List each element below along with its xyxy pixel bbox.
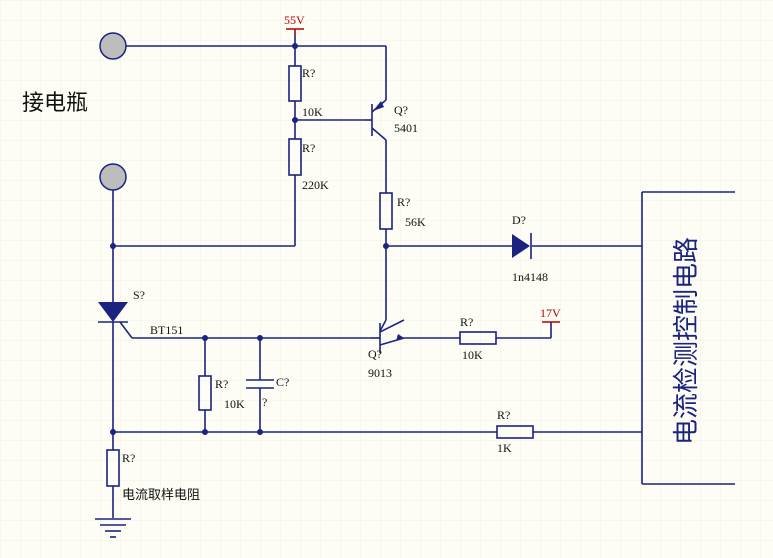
current-detection-control-box[interactable]: 电流检测控制电路: [641, 191, 735, 485]
r3-value: 56K: [405, 215, 426, 229]
d1-ref: D?: [512, 213, 526, 227]
r3-ref: R?: [397, 195, 410, 209]
r7-ref: R?: [122, 451, 135, 465]
capacitor-c1[interactable]: [246, 379, 274, 389]
diode-d1[interactable]: [512, 233, 532, 259]
power-55v-label: 55V: [284, 13, 305, 27]
wires: [112, 35, 642, 518]
resistor-r5[interactable]: [198, 375, 212, 411]
resistor-r4[interactable]: [459, 331, 497, 345]
r5-ref: R?: [215, 377, 228, 391]
resistor-r1[interactable]: [288, 65, 302, 102]
r1-value: 10K: [302, 105, 323, 119]
s1-ref: S?: [133, 288, 145, 302]
resistor-r7[interactable]: [106, 449, 120, 487]
power-17v-symbol: 17V: [540, 306, 561, 323]
c1-ref: C?: [276, 375, 289, 389]
transistor-q2-npn[interactable]: [370, 319, 405, 353]
resistor-r2[interactable]: [288, 138, 302, 176]
junction-dots: [110, 43, 389, 435]
power-17v-label: 17V: [540, 306, 561, 320]
s1-value: BT151: [150, 323, 183, 337]
r2-ref: R?: [302, 141, 315, 155]
battery-terminal-top[interactable]: [99, 32, 127, 60]
d1-value: 1n4148: [512, 270, 548, 284]
q2-value: 9013: [368, 366, 392, 380]
r5-value: 10K: [224, 397, 245, 411]
r4-ref: R?: [460, 315, 473, 329]
c1-value: ?: [262, 395, 267, 409]
q2-ref: Q?: [368, 347, 382, 361]
battery-terminal-bottom[interactable]: [99, 163, 127, 191]
transistor-q1-pnp[interactable]: [365, 99, 387, 141]
resistor-r3[interactable]: [379, 192, 393, 230]
ground-symbol: [95, 518, 131, 538]
r4-value: 10K: [462, 348, 483, 362]
r1-ref: R?: [302, 66, 315, 80]
battery-label: 接电瓶: [22, 91, 88, 116]
q1-ref: Q?: [394, 103, 408, 117]
thyristor-s1[interactable]: [98, 302, 128, 323]
r6-ref: R?: [497, 408, 510, 422]
resistor-r6[interactable]: [496, 425, 534, 439]
control-box-label: 电流检测控制电路: [672, 237, 702, 445]
q1-value: 5401: [394, 121, 418, 135]
power-55v-symbol: 55V: [284, 13, 305, 35]
r6-value: 1K: [497, 441, 512, 455]
r2-value: 220K: [302, 178, 329, 192]
r7-value: 电流取样电阻: [122, 488, 200, 503]
